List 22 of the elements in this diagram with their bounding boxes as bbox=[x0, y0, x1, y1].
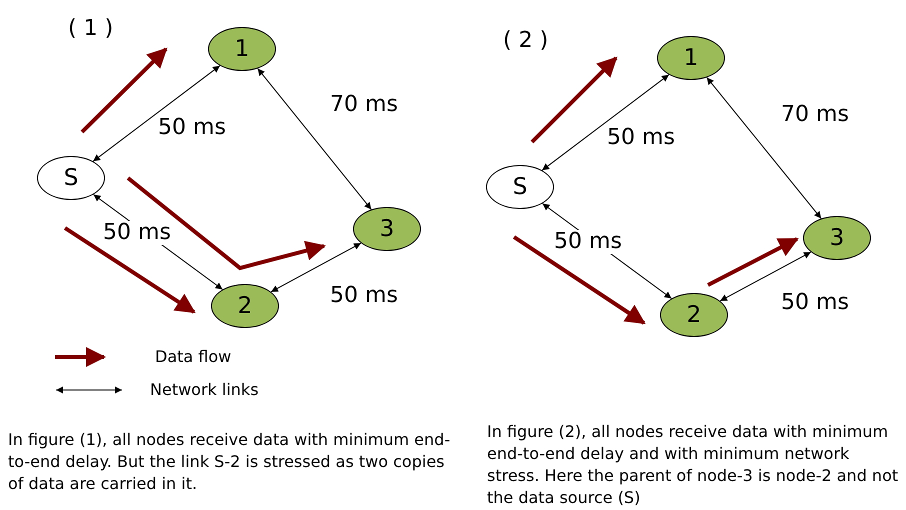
network-node-ellipse: 1 bbox=[657, 36, 725, 80]
caption-text: In figure (1), all nodes receive data with minimum end-to-end delay. But the link S-2 is stressed as two copies of data are carried in it. bbox=[8, 429, 452, 495]
network-node-ellipse: S bbox=[37, 156, 105, 200]
network-link-arrow bbox=[706, 76, 822, 220]
edge-label: 50 ms bbox=[554, 230, 622, 254]
network-node-ellipse: 3 bbox=[353, 207, 421, 251]
network-node-ellipse: 2 bbox=[211, 284, 279, 328]
network-link-arrow bbox=[270, 242, 362, 292]
legend-label: Data flow bbox=[155, 347, 232, 367]
network-link-arrow bbox=[257, 68, 372, 210]
network-link-arrow bbox=[542, 74, 670, 171]
network-node-ellipse: S bbox=[486, 165, 554, 209]
legend-label: Network links bbox=[150, 380, 259, 400]
caption-text: In figure (2), all nodes receive data with minimum end-to-end delay and with minimum network stress. Here the parent of node-3 is node-2 and not the data source (S) bbox=[487, 421, 900, 509]
network-link-arrow bbox=[720, 252, 812, 302]
network-node-ellipse: 2 bbox=[660, 293, 728, 337]
network-link-arrow bbox=[92, 65, 220, 162]
figure-number: ( 1 ) bbox=[68, 15, 114, 43]
edge-label: 50 ms bbox=[103, 221, 171, 245]
network-node-ellipse: 3 bbox=[803, 216, 871, 260]
network-node-ellipse: 1 bbox=[208, 27, 276, 71]
figure-number: ( 2 ) bbox=[503, 27, 548, 55]
